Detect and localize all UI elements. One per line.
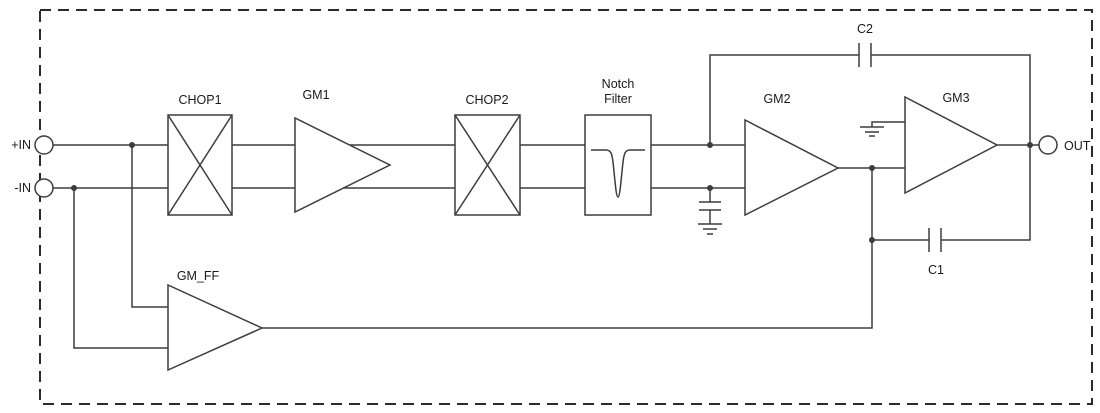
gmff-amp	[167, 283, 264, 372]
in-plus-terminal	[34, 135, 54, 155]
c1-capacitor-icon	[928, 228, 942, 252]
gm2-amp	[744, 118, 840, 217]
label-gm3: GM3	[942, 91, 969, 105]
c2-capacitor-icon	[858, 43, 872, 67]
label-gmff: GM_FF	[177, 269, 220, 283]
wire-gmff-output	[262, 168, 873, 329]
wire-gm3-to-ground	[871, 121, 905, 127]
label-c1: C1	[928, 263, 944, 277]
label-gm1: GM1	[302, 88, 329, 102]
chop1-x-icon	[167, 114, 233, 216]
notch-filter-block	[584, 114, 652, 216]
gm3-amp	[904, 95, 999, 195]
label-chop2: CHOP2	[465, 93, 508, 107]
wire-inn-to-gmff	[73, 188, 200, 349]
out-terminal	[1038, 135, 1058, 155]
junction-dot-inn	[71, 185, 77, 191]
label-c2: C2	[857, 22, 873, 36]
gm1-amp	[294, 116, 392, 214]
junction-dot-gm2-output	[869, 165, 875, 171]
junction-dot-shuntcap-tap	[707, 185, 713, 191]
shunt-capacitor-icon	[699, 201, 721, 211]
notch-response-icon	[591, 149, 645, 198]
junction-dot-c1-tap	[869, 237, 875, 243]
shunt-ground-icon	[698, 223, 722, 235]
label-in-minus: -IN	[14, 181, 31, 195]
label-notch-line1: Notch	[602, 77, 635, 91]
label-in-plus: +IN	[11, 138, 31, 152]
chop2-x-icon	[454, 114, 521, 216]
label-gm2: GM2	[763, 92, 790, 106]
junction-dot-output-node	[1027, 142, 1033, 148]
label-chop1: CHOP1	[178, 93, 221, 107]
wire-c2-left	[709, 54, 859, 145]
gm3-ground-icon	[860, 126, 884, 137]
label-out: OUT	[1064, 139, 1091, 153]
wire-c2-right	[871, 54, 1031, 145]
ic-boundary	[39, 9, 1093, 405]
in-minus-terminal	[34, 178, 54, 198]
wire-c1-right	[941, 145, 1031, 241]
label-notch-line2: Filter	[604, 92, 632, 106]
junction-dot-inp	[129, 142, 135, 148]
junction-dot-c2-tap	[707, 142, 713, 148]
